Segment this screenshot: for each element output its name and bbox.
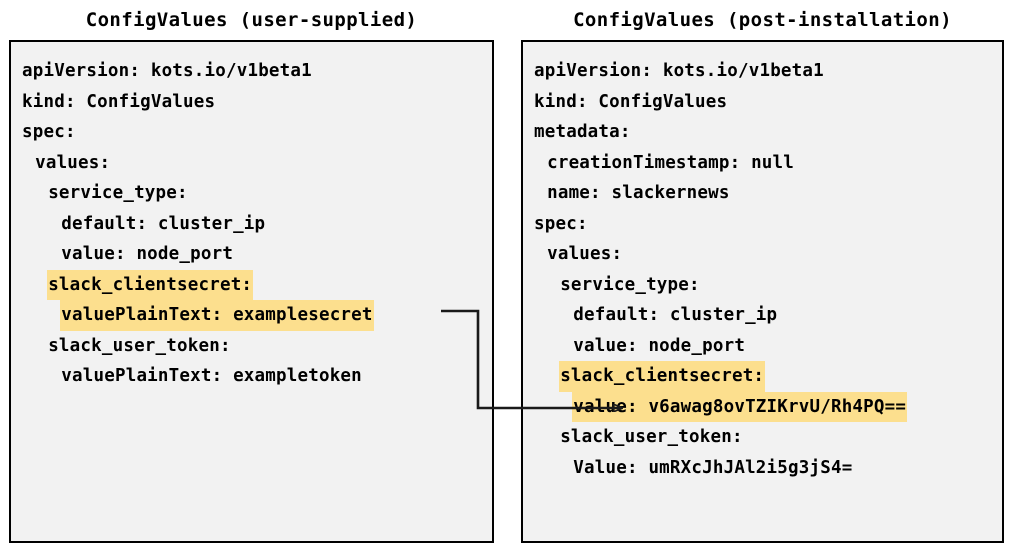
code-line: name: slackernews — [523, 178, 1002, 209]
code-text: metadata: — [534, 122, 631, 142]
code-text: creationTimestamp: null — [547, 152, 795, 173]
code-line: spec: — [523, 209, 1002, 240]
code-text: default: cluster_ip — [573, 305, 778, 325]
code-text: apiVersion: kots.io/v1beta1 — [22, 61, 312, 81]
highlighted-code-text: slack_clientsecret: — [559, 361, 766, 392]
panel-title-post-installation: ConfigValues (post-installation) — [573, 9, 952, 31]
code-line: creationTimestamp: null — [523, 148, 1002, 179]
code-text: values: — [547, 244, 623, 264]
code-text: value: node_port — [573, 335, 746, 356]
code-line: slack_user_token: — [523, 422, 1002, 453]
highlighted-code-text: valuePlainText: examplesecret — [60, 300, 374, 331]
code-text: spec: — [534, 213, 588, 234]
code-line: apiVersion: kots.io/v1beta1 — [523, 56, 1002, 87]
code-text: values: — [35, 152, 111, 173]
code-line: Value: umRXcJhJAl2i5g3jS4= — [523, 453, 1002, 484]
configvalues-post-installation-code: apiVersion: kots.io/v1beta1 kind: ConfigV… — [523, 42, 1002, 541]
highlighted-code-text: value: v6awag8ovTZIKrvU/Rh4PQ== — [572, 391, 908, 422]
code-line: slack_clientsecret: — [11, 269, 492, 300]
code-text: kind: ConfigValues — [534, 91, 728, 112]
code-line: service_type: — [11, 178, 492, 209]
code-line: slack_clientsecret: — [523, 361, 1002, 392]
code-line: values: — [523, 239, 1002, 270]
code-line: apiVersion: kots.io/v1beta1 — [11, 56, 492, 87]
code-text: service_type: — [560, 274, 700, 295]
code-text: slack_user_token: — [48, 335, 231, 356]
code-line: default: cluster_ip — [523, 300, 1002, 331]
code-line: valuePlainText: examplesecret — [11, 300, 492, 331]
code-text: kind: ConfigValues — [22, 91, 216, 112]
code-line: value: v6awag8ovTZIKrvU/Rh4PQ== — [523, 391, 1002, 422]
code-line: metadata: — [523, 117, 1002, 148]
code-line: valuePlainText: exampletoken — [11, 361, 492, 392]
code-text: service_type: — [48, 183, 188, 203]
code-line: value: node_port — [11, 239, 492, 270]
configvalues-post-installation-panel: apiVersion: kots.io/v1beta1 kind: ConfigV… — [521, 40, 1004, 543]
code-line: default: cluster_ip — [11, 209, 492, 240]
code-text: valuePlainText: exampletoken — [61, 366, 362, 386]
configvalues-user-supplied-panel: apiVersion: kots.io/v1beta1 kind: ConfigV… — [9, 40, 494, 543]
code-text: slack_user_token: — [560, 427, 743, 447]
code-line: value: node_port — [523, 331, 1002, 362]
code-text: spec: — [22, 122, 76, 142]
code-text: apiVersion: kots.io/v1beta1 — [534, 61, 824, 81]
code-text: default: cluster_ip — [61, 213, 266, 234]
code-text: value: node_port — [61, 244, 234, 264]
code-line: spec: — [11, 117, 492, 148]
code-text: Value: umRXcJhJAl2i5g3jS4= — [573, 457, 853, 478]
panel-title-user-supplied: ConfigValues (user-supplied) — [85, 9, 418, 31]
code-line: slack_user_token: — [11, 331, 492, 362]
code-line: kind: ConfigValues — [11, 87, 492, 118]
highlighted-code-text: slack_clientsecret: — [47, 269, 254, 300]
code-line: values: — [11, 148, 492, 179]
configvalues-user-supplied-code: apiVersion: kots.io/v1beta1 kind: ConfigV… — [11, 42, 492, 541]
code-line: service_type: — [523, 270, 1002, 301]
code-line: kind: ConfigValues — [523, 87, 1002, 118]
code-text: name: slackernews — [547, 183, 730, 203]
